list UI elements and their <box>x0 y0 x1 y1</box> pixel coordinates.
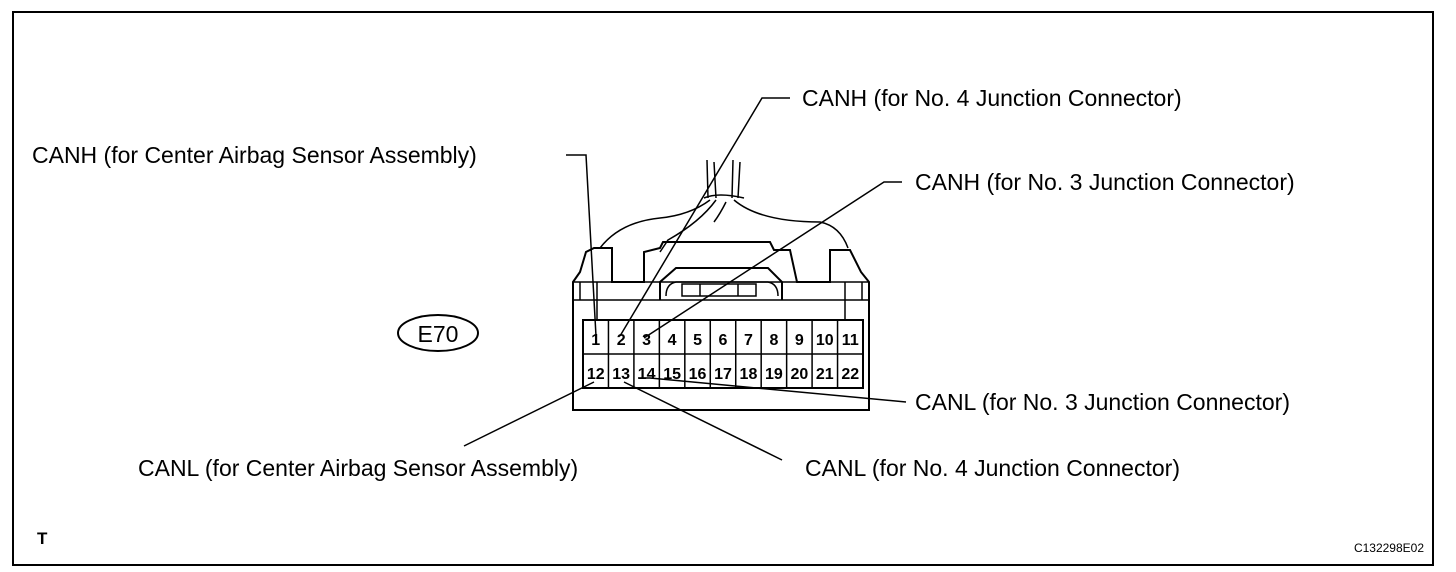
leader-lines <box>463 97 907 461</box>
label-canl-jc3: CANL (for No. 3 Junction Connector) <box>915 389 1290 415</box>
pin-number: 12 <box>587 366 605 383</box>
pin-number: 5 <box>693 332 702 349</box>
pin-number: 13 <box>612 366 630 383</box>
label-canh-jc3: CANH (for No. 3 Junction Connector) <box>915 169 1295 195</box>
pin-number: 19 <box>765 366 783 383</box>
connector-code: E70 <box>418 321 459 347</box>
label-canh-jc4: CANH (for No. 4 Junction Connector) <box>802 85 1182 111</box>
pin-number: 4 <box>668 332 677 349</box>
connector-code-badge: E70 <box>397 314 479 352</box>
pin-number: 2 <box>617 332 626 349</box>
connector-housing <box>572 241 870 411</box>
pin-number: 9 <box>795 332 804 349</box>
pin-number: 6 <box>719 332 728 349</box>
wire-harness <box>599 159 849 253</box>
pin-number: 8 <box>769 332 778 349</box>
pin-number: 1 <box>591 332 600 349</box>
pin-number: 10 <box>816 332 834 349</box>
label-canl-airbag: CANL (for Center Airbag Sensor Assembly) <box>138 455 578 481</box>
pin-number: 16 <box>689 366 707 383</box>
pin-number: 14 <box>638 366 656 383</box>
pin-number: 18 <box>740 366 758 383</box>
label-canh-airbag: CANH (for Center Airbag Sensor Assembly) <box>32 142 477 168</box>
pin-number: 7 <box>744 332 753 349</box>
figure-id: C132298E02 <box>1354 541 1424 555</box>
corner-mark: T <box>37 529 48 548</box>
pin-number: 17 <box>714 366 732 383</box>
pin-row-bottom: 12 13 14 15 16 17 18 19 20 21 22 <box>587 366 859 383</box>
pin-number: 21 <box>816 366 834 383</box>
pin-number: 11 <box>842 332 859 349</box>
label-canl-jc4: CANL (for No. 4 Junction Connector) <box>805 455 1180 481</box>
pin-number: 22 <box>841 366 859 383</box>
figure-frame <box>12 11 1434 566</box>
pin-number: 20 <box>790 366 808 383</box>
pin-number: 3 <box>642 332 651 349</box>
pin-number: 15 <box>663 366 681 383</box>
